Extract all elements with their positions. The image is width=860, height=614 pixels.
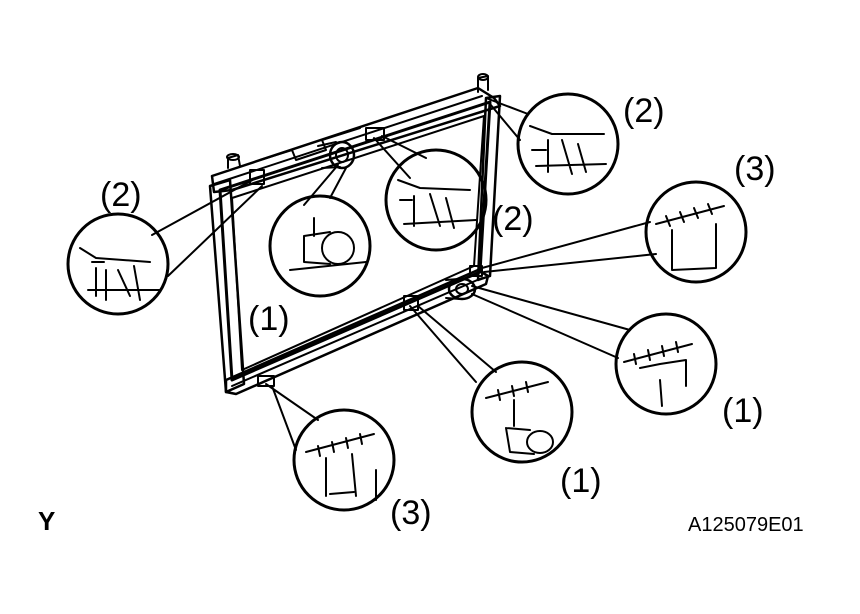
callout-bracket-left: (3) bbox=[390, 494, 432, 532]
callout-clip-left: (2) bbox=[100, 176, 142, 214]
lower-tank bbox=[224, 265, 490, 396]
callout-clip-right: (2) bbox=[623, 92, 665, 130]
callout-upper-hose: (1) bbox=[248, 300, 290, 338]
detail-bubble-clip-left bbox=[66, 212, 170, 316]
detail-bubble-upper-hose bbox=[268, 194, 372, 298]
figure-code: A125079E01 bbox=[688, 514, 804, 536]
detail-bubble-lower-bracket bbox=[470, 360, 574, 464]
detail-bubble-clip-top bbox=[384, 148, 488, 252]
detail-bubble-clip-right bbox=[516, 92, 620, 196]
detail-bubble-lower-hose bbox=[614, 312, 718, 416]
callout-lower-bracket: (1) bbox=[560, 462, 602, 500]
callout-bracket-right: (3) bbox=[734, 150, 776, 188]
callout-lower-hose: (1) bbox=[722, 392, 764, 430]
detail-bubble-bracket-right bbox=[644, 180, 748, 284]
upper-tank bbox=[210, 73, 502, 194]
corner-mark: Y bbox=[38, 506, 56, 536]
callout-clip-top: (2) bbox=[492, 200, 534, 238]
detail-bubble-bracket-left bbox=[292, 408, 396, 512]
leader-lines bbox=[151, 97, 657, 451]
